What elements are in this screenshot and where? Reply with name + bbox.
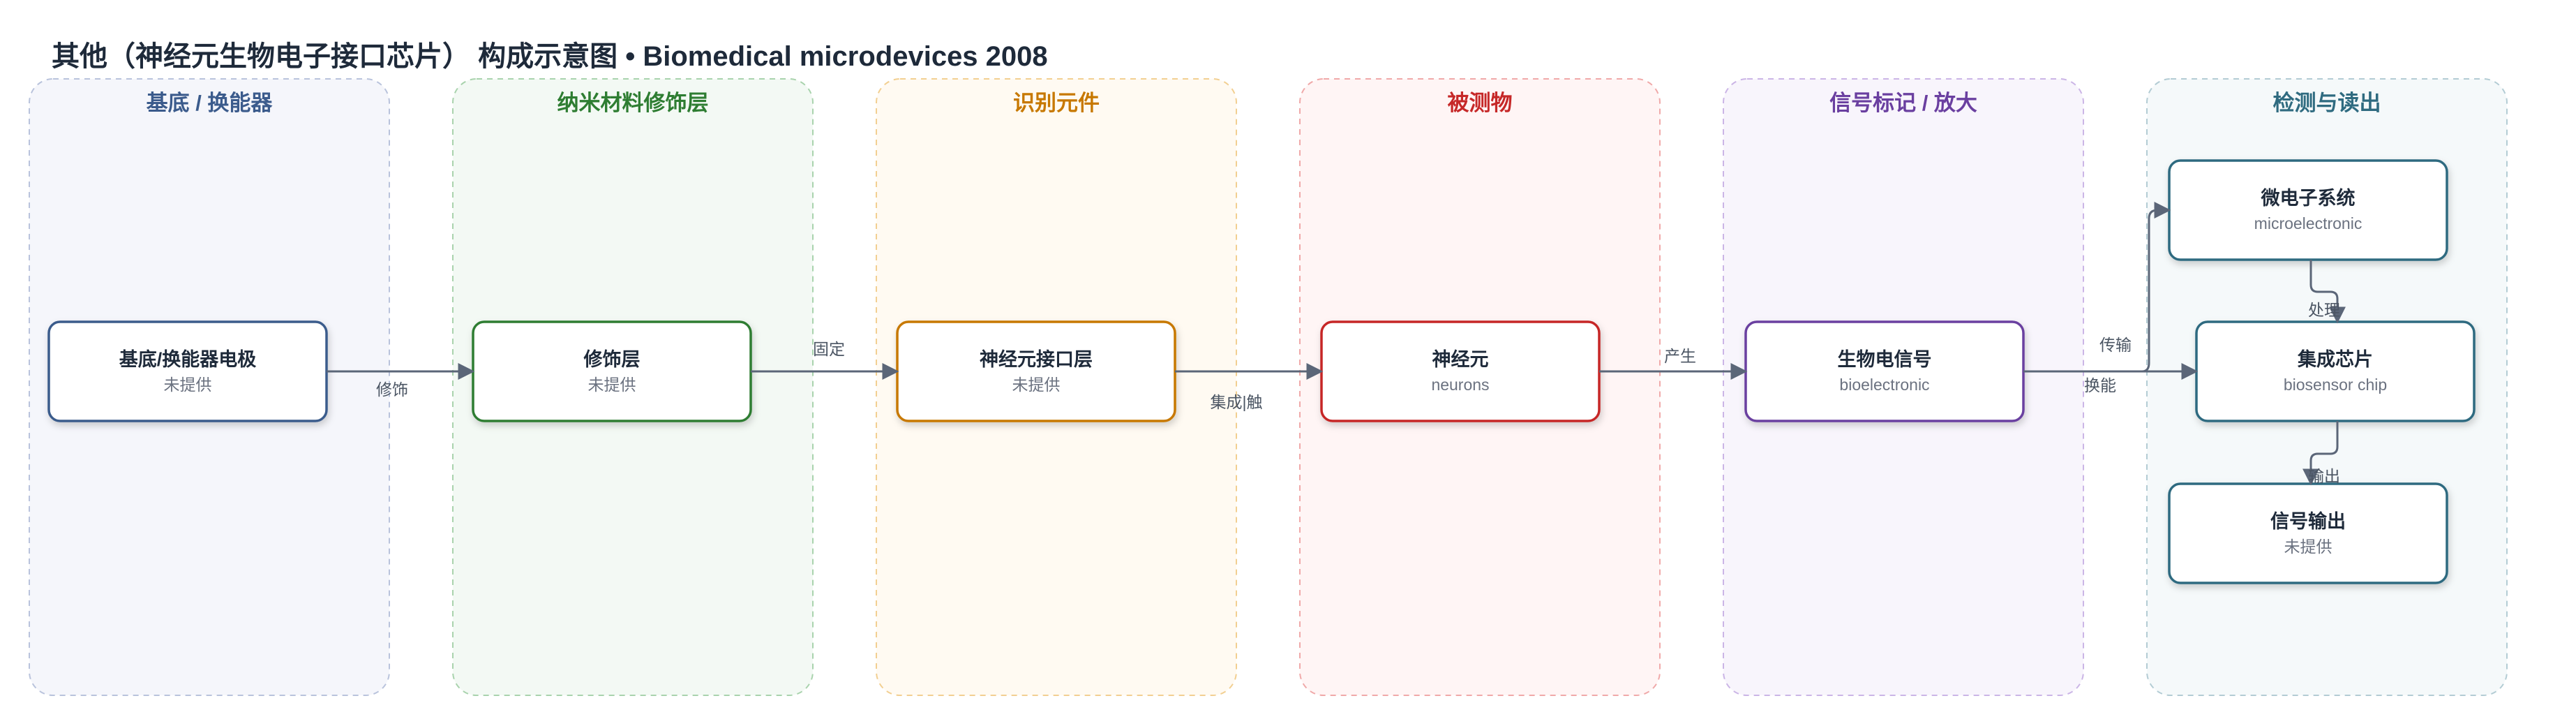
node-box (2168, 159, 2448, 261)
edge-label: 集成|触 (1211, 393, 1263, 411)
node-title: 基底/换能器电极 (119, 348, 257, 370)
node-title: 集成芯片 (2297, 348, 2373, 370)
edge-label: 固定 (813, 340, 845, 358)
node-box (472, 320, 752, 422)
node-subtitle: 未提供 (2284, 538, 2332, 556)
lane-title: 被测物 (1448, 91, 1513, 115)
node-box (896, 320, 1176, 422)
edge-label: 产生 (1664, 347, 1696, 365)
node-title: 神经元 (1432, 348, 1489, 370)
node-title: 微电子系统 (2261, 187, 2356, 209)
node-subtitle: 未提供 (164, 376, 212, 394)
node-subtitle: biosensor chip (2284, 376, 2387, 394)
node-title: 信号输出 (2270, 510, 2346, 532)
node-subtitle: 未提供 (1012, 376, 1061, 394)
edge-label: 处理 (2308, 301, 2340, 319)
diagram-title: 其他（神经元生物电子接口芯片） 构成示意图 • Biomedical micro… (52, 41, 1048, 72)
node-neurons: 神经元 neurons (1320, 320, 1601, 422)
node-title: 生物电信号 (1838, 349, 1932, 370)
node-microelectronic: 微电子系统 microelectronic (2168, 159, 2448, 261)
lane-title: 信号标记 / 放大 (1829, 91, 1977, 115)
node-box (1320, 320, 1601, 422)
node-box (2168, 482, 2448, 584)
node-subtitle: microelectronic (2254, 214, 2362, 232)
edge-label: 输出 (2308, 467, 2340, 485)
node-subtitle: neurons (1431, 376, 1489, 394)
lane-title: 识别元件 (1013, 91, 1100, 115)
lane-title: 纳米材料修饰层 (557, 91, 709, 115)
edge-microelectronic-chip (2309, 260, 2346, 324)
node-bioelectric: 生物电信号 bioelectronic (1744, 320, 2025, 422)
lane-title: 检测与读出 (2273, 91, 2381, 115)
edges (327, 202, 2346, 486)
node-subtitle: 未提供 (588, 376, 636, 394)
edge-label: 修饰 (376, 380, 408, 399)
node-chip: 集成芯片 biosensor chip (2195, 320, 2476, 422)
node-box (1744, 320, 2025, 422)
lane-title: 基底 / 换能器 (147, 91, 274, 115)
edge-label: 传输 (2099, 336, 2132, 354)
node-title: 神经元接口层 (980, 348, 1093, 370)
node-box (47, 320, 328, 422)
node-title: 修饰层 (583, 349, 641, 370)
edge-label: 换能 (2084, 376, 2116, 394)
node-box (2195, 320, 2476, 422)
edge-chip-output (2302, 421, 2339, 486)
nodes: 基底/换能器电极未提供修饰层未提供神经元接口层未提供神经元neurons生物电信… (47, 159, 2476, 584)
node-subtitle: bioelectronic (1839, 376, 1929, 394)
